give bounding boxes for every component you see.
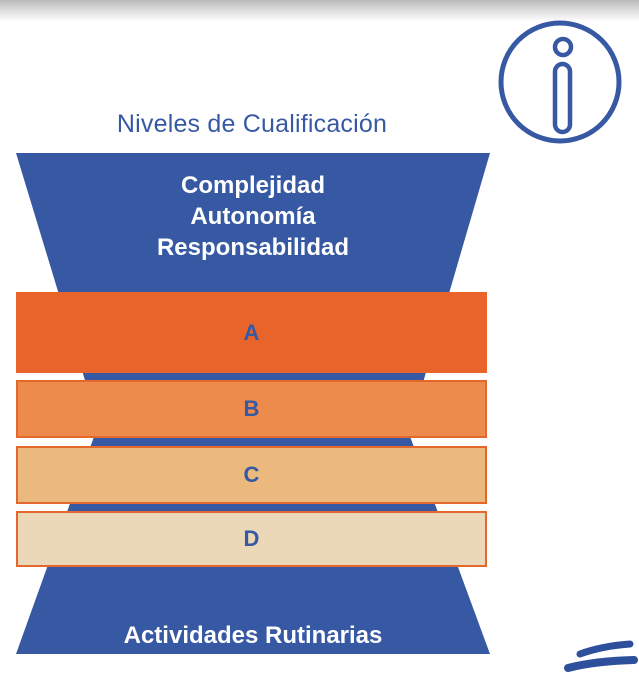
band-d-label: D (243, 526, 260, 551)
diagram-title: Niveles de Cualificación (116, 110, 388, 138)
bottom-label: Actividades Rutinarias (123, 622, 383, 649)
arrow-icon (564, 640, 638, 672)
info-icon (498, 20, 622, 144)
label-complejidad: Complejidad (180, 172, 325, 199)
band-a-label: A (243, 319, 260, 345)
label-responsabilidad: Responsabilidad (156, 234, 350, 261)
band-c: C (16, 446, 487, 504)
top-shadow (0, 0, 639, 22)
funnel-top-labels: Complejidad Autonomía Responsabilidad (16, 170, 490, 263)
band-b-label: B (243, 396, 260, 421)
label-autonomia: Autonomía (190, 203, 316, 230)
band-a: A (16, 292, 487, 373)
band-b: B (16, 380, 487, 438)
band-d: D (16, 511, 487, 567)
band-c-label: C (243, 462, 260, 487)
